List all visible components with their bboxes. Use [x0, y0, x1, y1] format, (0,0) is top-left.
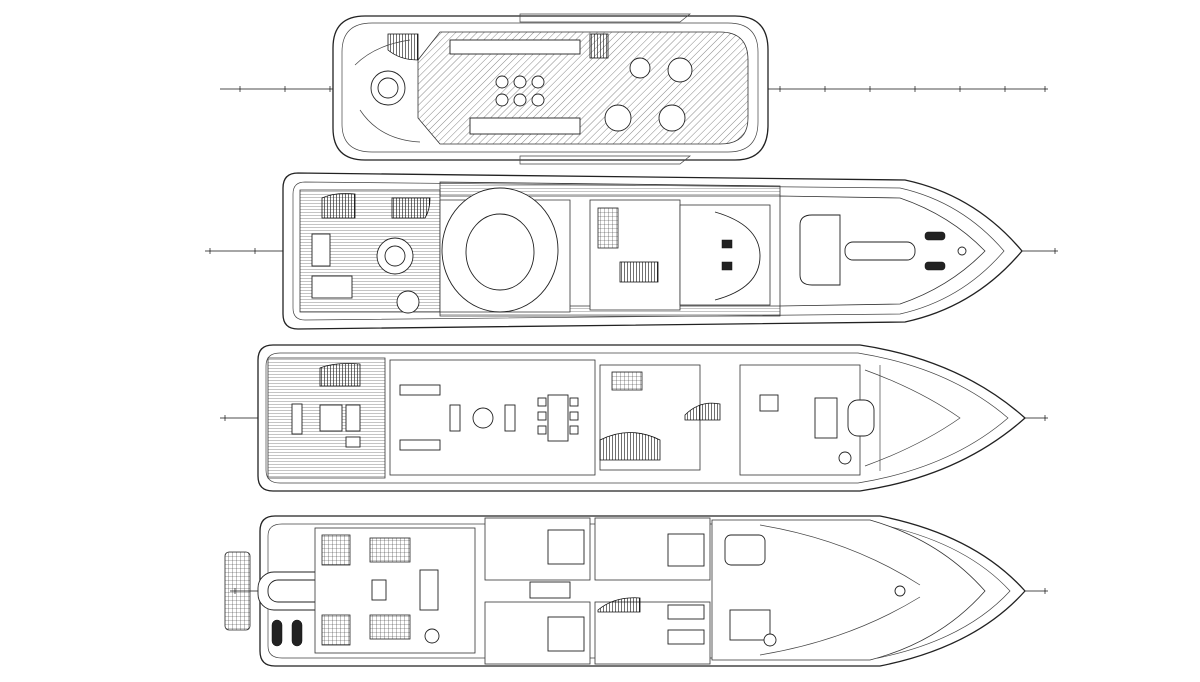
lower-deck-twin-beds	[667, 604, 705, 620]
lower-deck-jetski-2	[291, 619, 303, 647]
main-deck-master-bed	[814, 397, 838, 439]
lower-deck-stair	[597, 597, 641, 613]
bridge-deck-jacuzzi	[396, 290, 420, 314]
bridge-deck-stair-1	[321, 193, 356, 219]
bridge-deck-tender	[844, 241, 916, 261]
main-deck-dining-table	[547, 394, 569, 442]
main-deck-salon-table	[472, 407, 494, 429]
main-deck-stair-aft	[319, 363, 361, 387]
sun-deck-stair-stbd	[589, 33, 609, 59]
sun-deck-sunbed-1	[629, 57, 651, 79]
bridge-deck-sunpad	[799, 214, 841, 286]
sun-deck	[220, 13, 1048, 165]
sun-deck-stair-port	[387, 33, 419, 61]
lower-deck	[224, 515, 1048, 667]
sun-deck-bar	[449, 39, 581, 55]
bridge-deck-stair-2	[391, 197, 431, 219]
lower-deck-guest-bed-2	[547, 616, 585, 652]
main-deck-stair-fwd	[599, 432, 661, 461]
lower-deck-guest-bed-1	[547, 529, 585, 565]
bridge-deck-sofa	[311, 233, 331, 267]
main-deck-salon-sofa	[399, 384, 441, 396]
lower-deck-vip-bed-1	[667, 533, 705, 567]
sun-deck-sunbed-2	[667, 57, 693, 83]
sun-deck-sunbed-3	[604, 104, 632, 132]
sun-deck-sunbed-4	[658, 104, 686, 132]
main-deck-master-bath	[847, 399, 875, 437]
bridge-deck	[205, 172, 1058, 330]
main-deck	[220, 344, 1048, 492]
sun-deck-table	[495, 75, 509, 89]
sun-deck-sofa	[469, 117, 581, 135]
lower-deck-swim-platform	[224, 551, 251, 631]
main-deck-aft-sofa	[291, 403, 303, 435]
lower-deck-jetski-1	[271, 619, 283, 647]
sun-deck-ticks	[239, 86, 1046, 92]
lower-deck-crew-area	[711, 519, 986, 661]
